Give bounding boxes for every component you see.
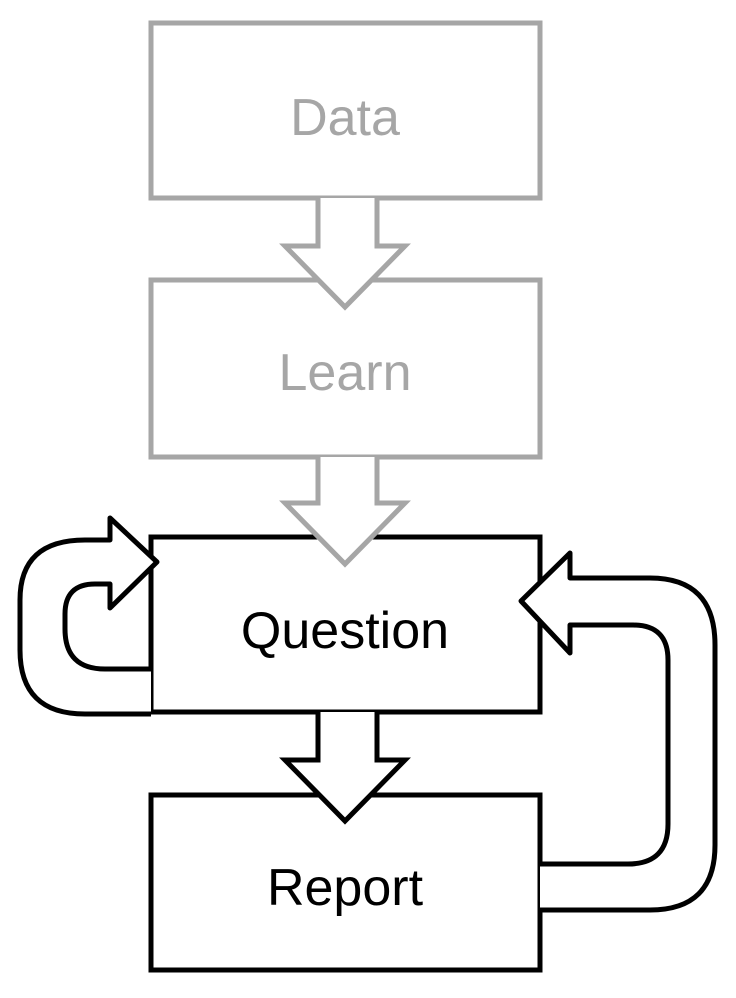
arrow-data-to-learn <box>279 198 411 311</box>
node-learn-label: Learn <box>279 344 412 402</box>
node-data-box <box>148 20 543 201</box>
node-report-label: Report <box>267 859 424 917</box>
node-data-label: Data <box>290 89 400 147</box>
arrow-learn-to-question <box>279 457 411 568</box>
node-question-label: Question <box>241 602 449 660</box>
arrow-report-to-question <box>518 550 718 913</box>
arrow-question-self-loop <box>17 515 160 717</box>
node-data: Data <box>148 20 543 201</box>
arrow-question-to-report <box>279 712 411 825</box>
